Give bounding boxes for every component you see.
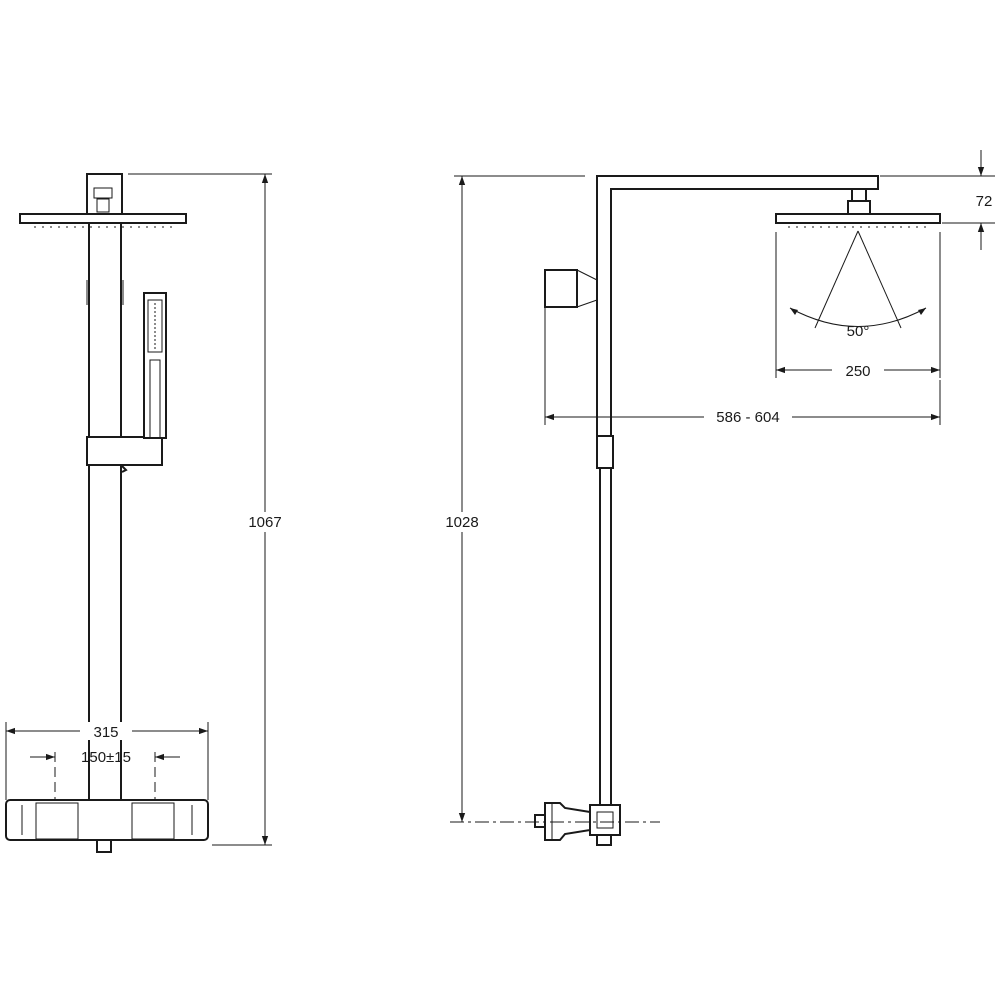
- side-wall-connector: [544, 802, 591, 841]
- front-slider-bracket: [86, 436, 163, 466]
- dim-side-total-height: 1028: [445, 514, 478, 531]
- dim-side-projection: 586 - 604: [716, 409, 779, 426]
- dim-inlet-spacing: 150±15: [81, 749, 131, 766]
- front-hand-shower: [143, 292, 167, 439]
- side-valve-body: [589, 804, 621, 836]
- dim-head-width: 250: [845, 363, 870, 380]
- dim-bar-width: 315: [93, 724, 118, 741]
- side-view: 50° 250 586 - 604 1028: [440, 150, 995, 846]
- side-shower-arm: [596, 175, 879, 436]
- front-top-block: [86, 173, 123, 215]
- dim-head-offset: 72: [976, 193, 993, 210]
- front-connector-nut: [93, 187, 113, 199]
- side-shower-head: [775, 213, 941, 224]
- dim-spray-angle: 50°: [847, 323, 870, 340]
- front-view: 315 150±15 1067: [5, 173, 287, 853]
- dim-front-total-height: 1067: [248, 514, 281, 531]
- side-slider-sleeve: [596, 435, 614, 469]
- side-holder-block: [544, 269, 578, 308]
- front-shower-head: [19, 213, 187, 224]
